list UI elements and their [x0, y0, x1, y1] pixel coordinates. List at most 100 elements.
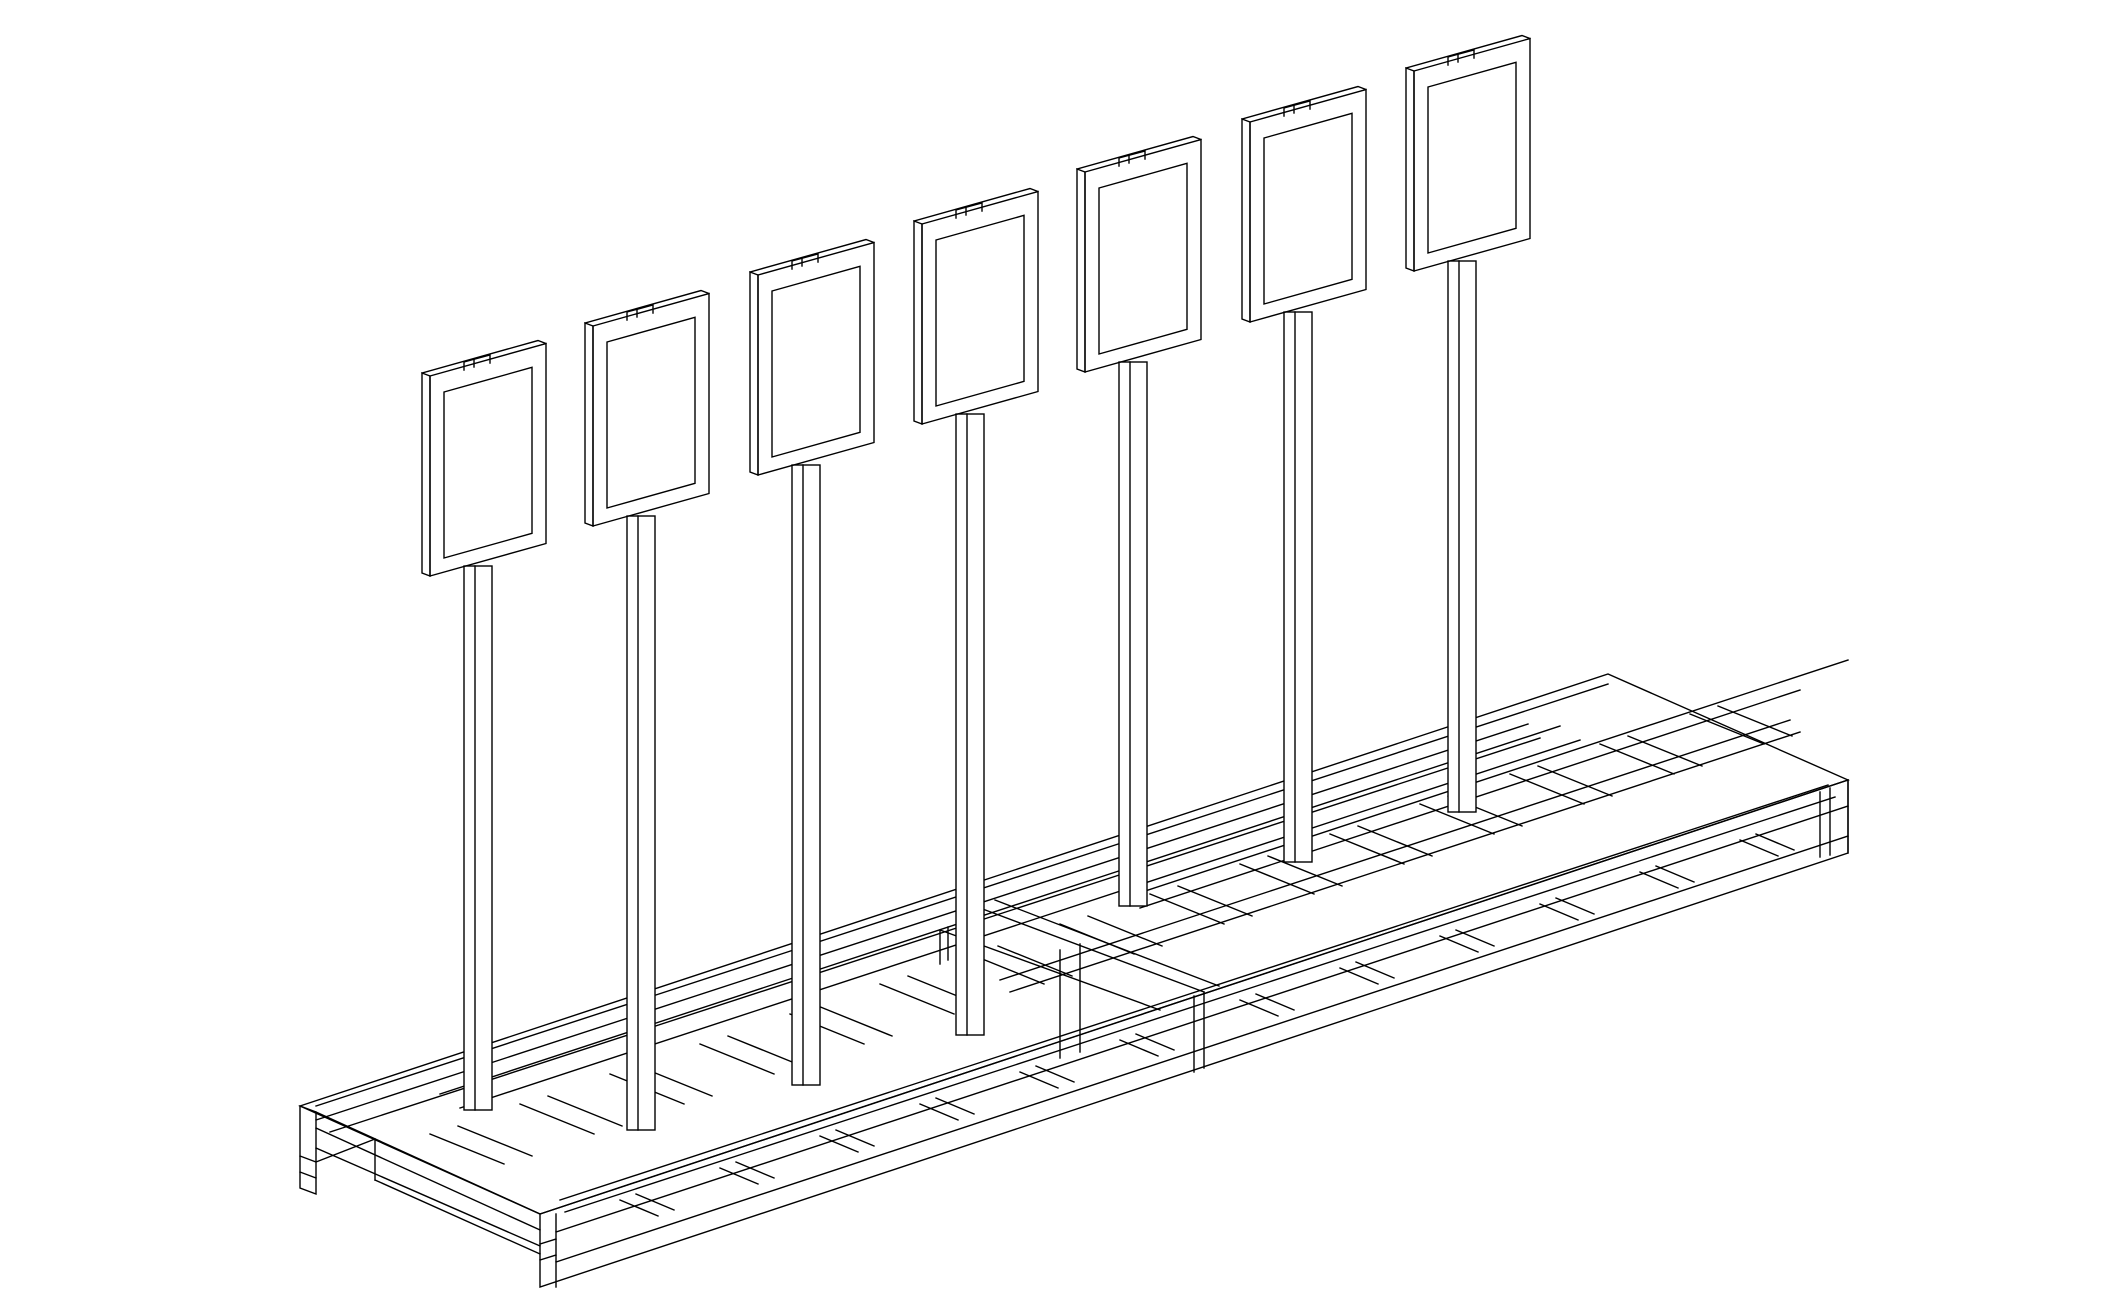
- frame-inner-panel: [772, 266, 860, 457]
- sign-frame: [758, 243, 874, 475]
- deck-slat: [818, 1006, 892, 1036]
- sign-frame: [1250, 90, 1366, 322]
- frame-inner-panel: [607, 317, 695, 508]
- lower-slat: [1756, 834, 1794, 850]
- deck-slat: [728, 1036, 802, 1066]
- front-left-post-line: [540, 1255, 556, 1260]
- lower-slat: [1020, 1072, 1058, 1088]
- frame-inner-panel: [1264, 113, 1352, 304]
- frame-top-edge: [750, 240, 874, 272]
- lower-slat: [936, 1098, 974, 1114]
- cross-rail: [1000, 720, 1790, 980]
- deck-slat: [430, 1134, 504, 1164]
- sign-frame: [1414, 39, 1530, 271]
- left-end-rail: [316, 1112, 540, 1214]
- frame-top-clip: [1448, 50, 1474, 65]
- frame-top-edge: [1406, 36, 1530, 68]
- front-rail-line: [556, 806, 1848, 1232]
- frame-inner-panel: [444, 367, 532, 558]
- deck-slat: [1060, 924, 1134, 954]
- sign-frame: [593, 294, 709, 526]
- left-end-block: [300, 1106, 316, 1194]
- frame-inner-panel: [1099, 163, 1187, 354]
- deck-slat: [1628, 736, 1702, 766]
- lower-slat: [1740, 840, 1778, 856]
- deck-slat: [1538, 766, 1612, 796]
- back-rail-line: [330, 738, 1540, 1132]
- deck-slat: [1718, 706, 1792, 736]
- lower-slat: [720, 1168, 758, 1184]
- lower-slat: [1456, 930, 1494, 946]
- deck-slat: [1330, 834, 1404, 864]
- frame-inner-panel: [936, 215, 1024, 406]
- back-rail-line: [316, 724, 1528, 1120]
- base-top-outline: [300, 674, 1848, 1214]
- inner-rail-line: [560, 785, 1828, 1200]
- deck-slat: [1240, 864, 1314, 894]
- lower-slat: [1136, 1034, 1174, 1050]
- lower-slat: [1340, 968, 1378, 984]
- frame-side: [585, 323, 593, 526]
- inner-rail-line: [565, 797, 1835, 1212]
- deck-slat: [1600, 744, 1674, 774]
- frame-top-clip: [464, 355, 490, 370]
- deck-slat: [1358, 826, 1432, 856]
- lower-slat: [1440, 936, 1478, 952]
- sign-post: [791, 464, 821, 1086]
- front-left-post-line: [540, 1239, 556, 1244]
- frame-top-clip: [627, 305, 653, 320]
- pallet-base: [300, 660, 1848, 1287]
- frame-inner-panel: [1428, 62, 1516, 253]
- lower-slat: [1556, 898, 1594, 914]
- front-rail-line: [556, 836, 1848, 1262]
- cross-rail: [1130, 660, 1848, 896]
- sign-frames: [422, 36, 1530, 576]
- deck-slat: [1150, 894, 1224, 924]
- left-end-rail: [316, 1139, 375, 1162]
- frame-top-clip: [1284, 101, 1310, 116]
- back-rail-line: [440, 726, 1560, 1094]
- lower-slat: [736, 1162, 774, 1178]
- lower-slat: [1036, 1066, 1074, 1082]
- lower-slat: [1240, 1000, 1278, 1016]
- deck-slat: [458, 1126, 532, 1156]
- left-end-block-line: [300, 1172, 316, 1178]
- frame-top-edge: [1077, 137, 1201, 169]
- frame-side: [750, 272, 758, 475]
- cross-rail: [1010, 732, 1800, 992]
- deck-slat: [880, 984, 954, 1014]
- sign-frame: [1085, 140, 1201, 372]
- deck-slat: [1178, 886, 1252, 916]
- deck-slat: [548, 1096, 622, 1126]
- left-end-rail: [375, 1180, 540, 1254]
- lower-slat: [1656, 866, 1694, 882]
- frame-top-edge: [422, 341, 546, 373]
- frame-top-clip: [956, 203, 982, 218]
- sign-post: [463, 565, 493, 1111]
- left-end-rail: [316, 1148, 540, 1246]
- deck-slat: [700, 1044, 774, 1074]
- lower-slat: [836, 1130, 874, 1146]
- sign-frame: [430, 344, 546, 576]
- lower-slat: [920, 1104, 958, 1120]
- sign-post: [1118, 361, 1148, 907]
- frame-side: [1242, 119, 1250, 322]
- deck-slat: [1690, 714, 1764, 744]
- deck-slat: [1420, 804, 1494, 834]
- lower-slat: [1120, 1040, 1158, 1056]
- frame-side: [914, 221, 922, 424]
- sign-post: [1447, 260, 1477, 813]
- left-end-rail: [316, 1128, 540, 1230]
- frame-top-edge: [1242, 87, 1366, 119]
- frame-top-edge: [585, 291, 709, 323]
- sign-post: [1283, 311, 1313, 863]
- frame-side: [1406, 68, 1414, 271]
- deck-slat: [1510, 774, 1584, 804]
- lower-slat: [1356, 962, 1394, 978]
- lower-slat: [1256, 994, 1294, 1010]
- frame-top-edge: [914, 189, 1038, 221]
- deck-slat: [520, 1104, 594, 1134]
- lower-slat: [620, 1200, 658, 1216]
- deck-slat: [1268, 856, 1342, 886]
- lower-slat: [820, 1136, 858, 1152]
